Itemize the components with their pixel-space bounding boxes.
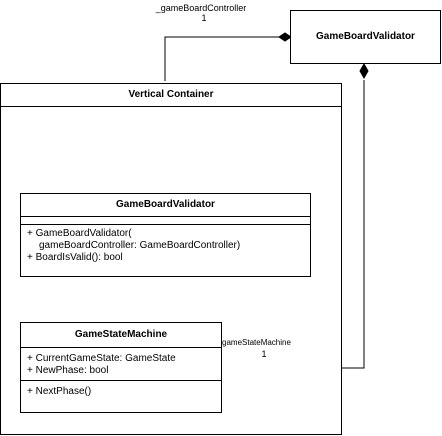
controller-composition-diamond [278, 32, 292, 42]
class-gamestatemachine[interactable]: GameStateMachine + CurrentGameState: Gam… [20, 322, 222, 413]
method-line: + BoardIsValid(): bool [27, 252, 123, 263]
state-machine-multiplicity-label: 1 [261, 349, 267, 359]
class-methods-section: + NextPhase() [21, 381, 221, 398]
controller-multiplicity-label: 1 [201, 13, 207, 23]
class-title: GameBoardValidator [21, 194, 310, 217]
attribute-line: + NewPhase: bool [27, 365, 109, 376]
class-title: GameStateMachine [21, 323, 221, 348]
class-gameboardvalidator-inner[interactable]: GameBoardValidator + GameBoardValidator(… [20, 193, 311, 277]
class-attributes-section: + CurrentGameState: GameState + NewPhase… [21, 348, 221, 381]
controller-association-line [164, 36, 281, 81]
class-gameboardvalidator-top[interactable]: GameBoardValidator [290, 10, 441, 64]
controller-role-label: _gameBoardController [155, 3, 247, 13]
container-title: Vertical Container [1, 84, 341, 107]
method-line: gameBoardController: GameBoardController… [39, 240, 241, 251]
class-title: GameBoardValidator [316, 31, 415, 42]
attribute-line: + CurrentGameState: GameState [27, 353, 176, 364]
method-line: + NextPhase() [27, 386, 92, 397]
class-methods-section: + GameBoardValidator( gameBoardControlle… [21, 225, 310, 264]
method-line: + GameBoardValidator( [27, 228, 132, 239]
class-attributes-section [21, 217, 310, 225]
state-machine-composition-diamond [359, 62, 369, 80]
state-machine-role-label: gameStateMachine [222, 338, 317, 348]
